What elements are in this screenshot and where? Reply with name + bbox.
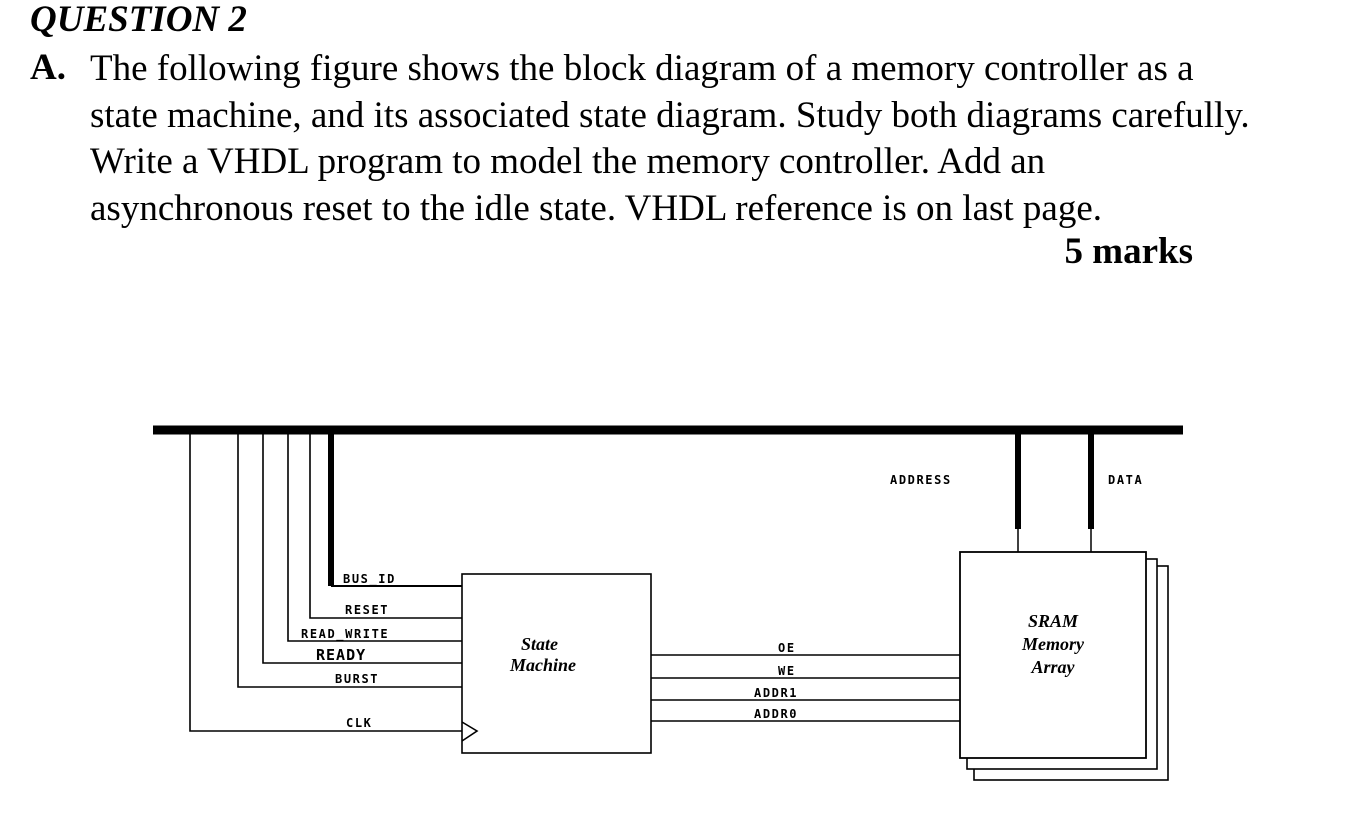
bus-id-label: BUS_ID	[343, 572, 396, 587]
ready-label: READY	[316, 646, 366, 664]
address-bus-label: ADDRESS	[890, 473, 952, 487]
addr0-label: ADDR0	[754, 707, 798, 721]
question-line: state machine, and its associated state …	[90, 94, 1250, 136]
clk-label: CLK	[346, 716, 372, 730]
addr1-label: ADDR1	[754, 686, 798, 700]
state-machine-label: Machine	[509, 655, 576, 675]
we-label: WE	[778, 664, 796, 678]
reset-wire	[309, 430, 462, 619]
question-line: The following figure shows the block dia…	[90, 48, 1194, 89]
clk-wire	[189, 430, 462, 732]
state-machine-label: State	[521, 634, 558, 654]
clock-input-marker	[461, 721, 479, 742]
oe-label: OE	[778, 641, 796, 655]
burst-label: BURST	[335, 672, 379, 686]
marks-label: 5 marks	[1064, 231, 1193, 272]
sram-block	[959, 551, 1147, 759]
question-text: The following figure shows the block dia…	[90, 46, 1365, 232]
state-machine-block	[461, 573, 652, 754]
sram-label: Memory	[1021, 634, 1085, 654]
data-bus-label: DATA	[1108, 473, 1143, 487]
question-line: Write a VHDL program to model the memory…	[90, 141, 1046, 182]
read-write-label: READ_WRITE	[301, 627, 389, 642]
question-title: QUESTION 2	[30, 0, 247, 40]
sram-label: SRAM	[1028, 611, 1079, 631]
burst-wire	[237, 430, 462, 688]
ready-wire	[262, 430, 462, 664]
read-write-wire	[287, 430, 462, 642]
sram-label: Array	[1030, 657, 1075, 677]
question-line: asynchronous reset to the idle state. VH…	[90, 187, 1103, 229]
question-part-label: A.	[30, 47, 66, 88]
reset-label: RESET	[345, 603, 389, 617]
